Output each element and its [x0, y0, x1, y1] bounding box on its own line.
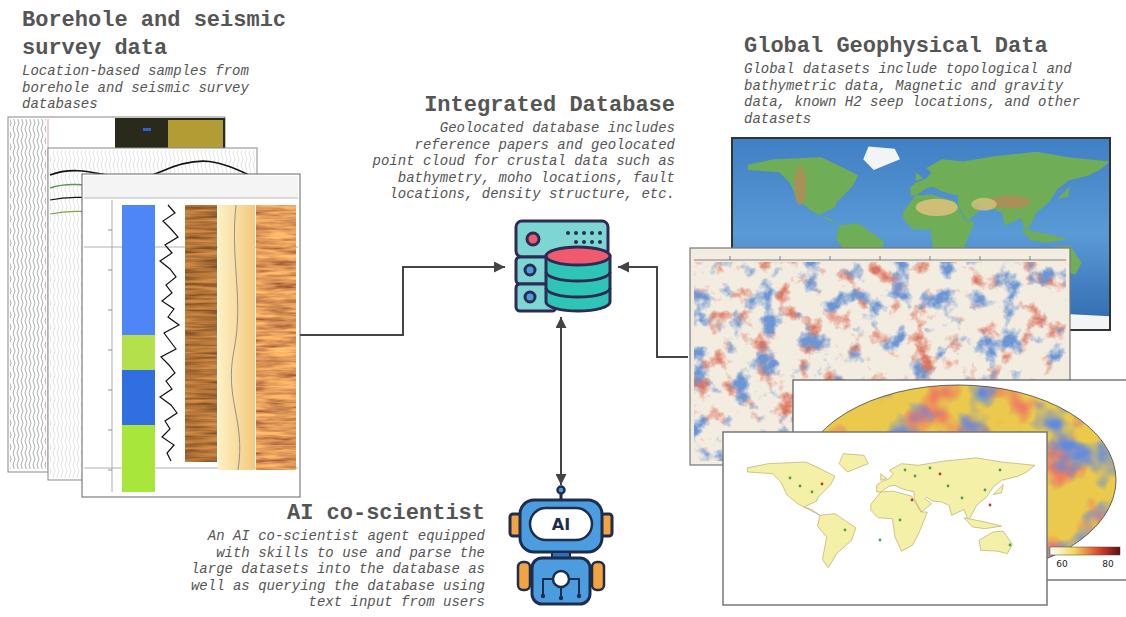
text-block: Borehole and seismic survey dataLocation…: [22, 7, 297, 113]
database-icon: [516, 221, 610, 311]
robot-icon: [510, 487, 612, 605]
seep-location-map: [723, 432, 1047, 605]
icon-label: AI: [552, 515, 570, 534]
section-description: Location-based samples from borehole and…: [22, 63, 297, 113]
section-heading: Integrated Database: [367, 92, 675, 120]
connector-arrow: [300, 267, 505, 335]
connector-arrow: [618, 267, 688, 357]
section-description: Geolocated database includes reference p…: [367, 120, 675, 203]
agent-node: AI co-scientistAn AI co-scientist agent …: [510, 485, 612, 612]
borehole-log-panel: [82, 174, 300, 497]
section-description: Global datasets include topological and …: [744, 61, 1092, 127]
text-block: Global Geophysical DataGlobal datasets i…: [744, 33, 1092, 127]
data-source-group: Borehole and seismic survey dataLocation…: [8, 5, 300, 500]
section-heading: Global Geophysical Data: [744, 33, 1092, 61]
text-block: Integrated DatabaseGeolocated database i…: [367, 92, 675, 203]
database-node: Integrated DatabaseGeolocated database i…: [505, 217, 618, 317]
colorbar-tick: 80: [1102, 559, 1113, 569]
data-source-group: Global Geophysical DataGlobal datasets i…: [688, 30, 1126, 612]
text-block: AI co-scientistAn AI co-scientist agent …: [181, 500, 485, 611]
colorbar-tick: 60: [1056, 559, 1067, 569]
section-heading: AI co-scientist: [181, 500, 485, 528]
connector-arrow: [560, 317, 562, 485]
section-heading: Borehole and seismic survey data: [22, 7, 297, 63]
section-description: An AI co-scientist agent equipped with s…: [181, 528, 485, 611]
